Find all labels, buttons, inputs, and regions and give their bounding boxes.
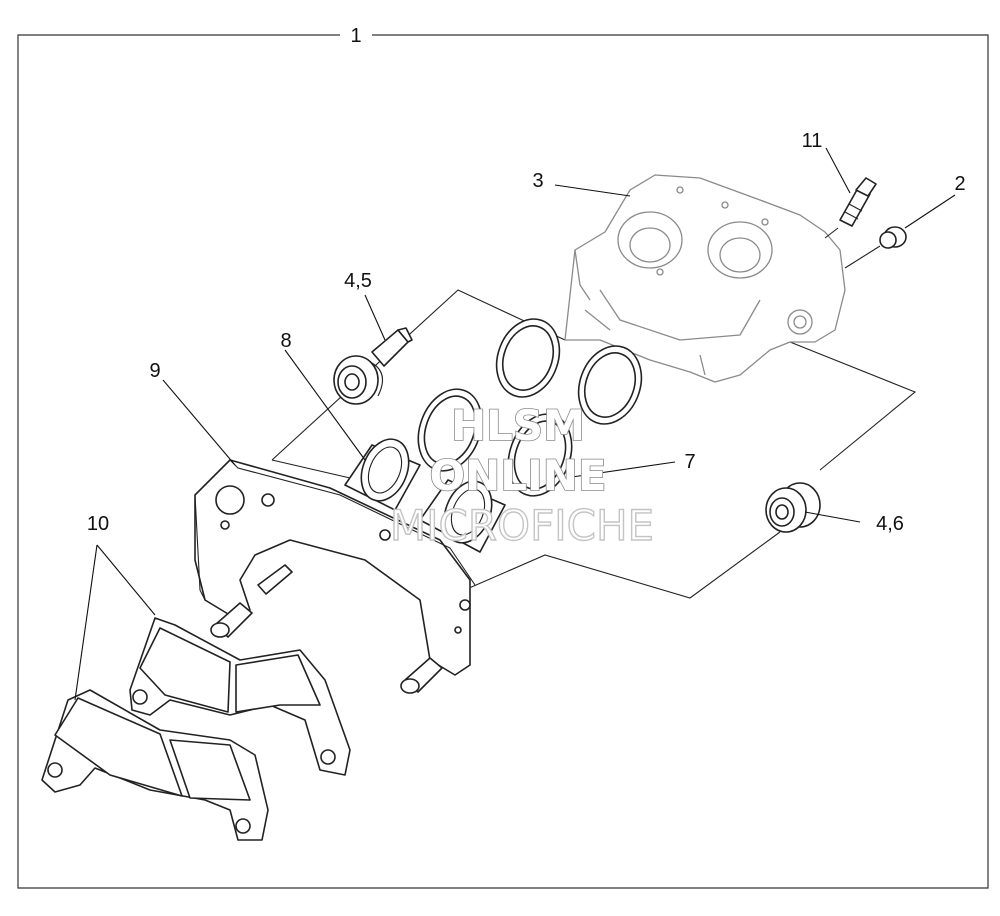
guide-pin-upper	[333, 327, 413, 405]
watermark-line-1: HLSM	[451, 401, 585, 450]
callout-10: 10	[87, 513, 109, 535]
callout-7: 7	[684, 451, 695, 473]
bleeder-cap	[844, 226, 907, 269]
leader-lines	[74, 147, 956, 701]
callout-1: 1	[350, 25, 361, 47]
callout-8: 8	[280, 330, 291, 352]
callout-11: 11	[802, 130, 823, 152]
watermark-line-2: ONLINE	[429, 451, 606, 500]
assembly-frame	[17, 34, 989, 889]
callout-4-5: 4,5	[344, 270, 372, 292]
caliper-housing	[564, 174, 846, 383]
pistons	[344, 438, 506, 553]
guide-pin-boot-lower	[765, 482, 821, 533]
callout-labels: 1 2 3 4,5 4,6 7 8 9 10 11	[87, 25, 966, 535]
watermark-line-3: MICROFICHE	[390, 501, 654, 550]
bleeder-valve	[824, 177, 877, 239]
piston-seals	[417, 318, 643, 497]
caliper-bracket	[194, 459, 476, 694]
callout-2: 2	[954, 173, 965, 195]
brake-pads	[41, 617, 351, 841]
callout-3: 3	[532, 170, 543, 192]
callout-9: 9	[149, 360, 160, 382]
watermark: HLSM ONLINE MICROFICHE	[389, 400, 655, 551]
callout-4-6: 4,6	[876, 513, 904, 535]
